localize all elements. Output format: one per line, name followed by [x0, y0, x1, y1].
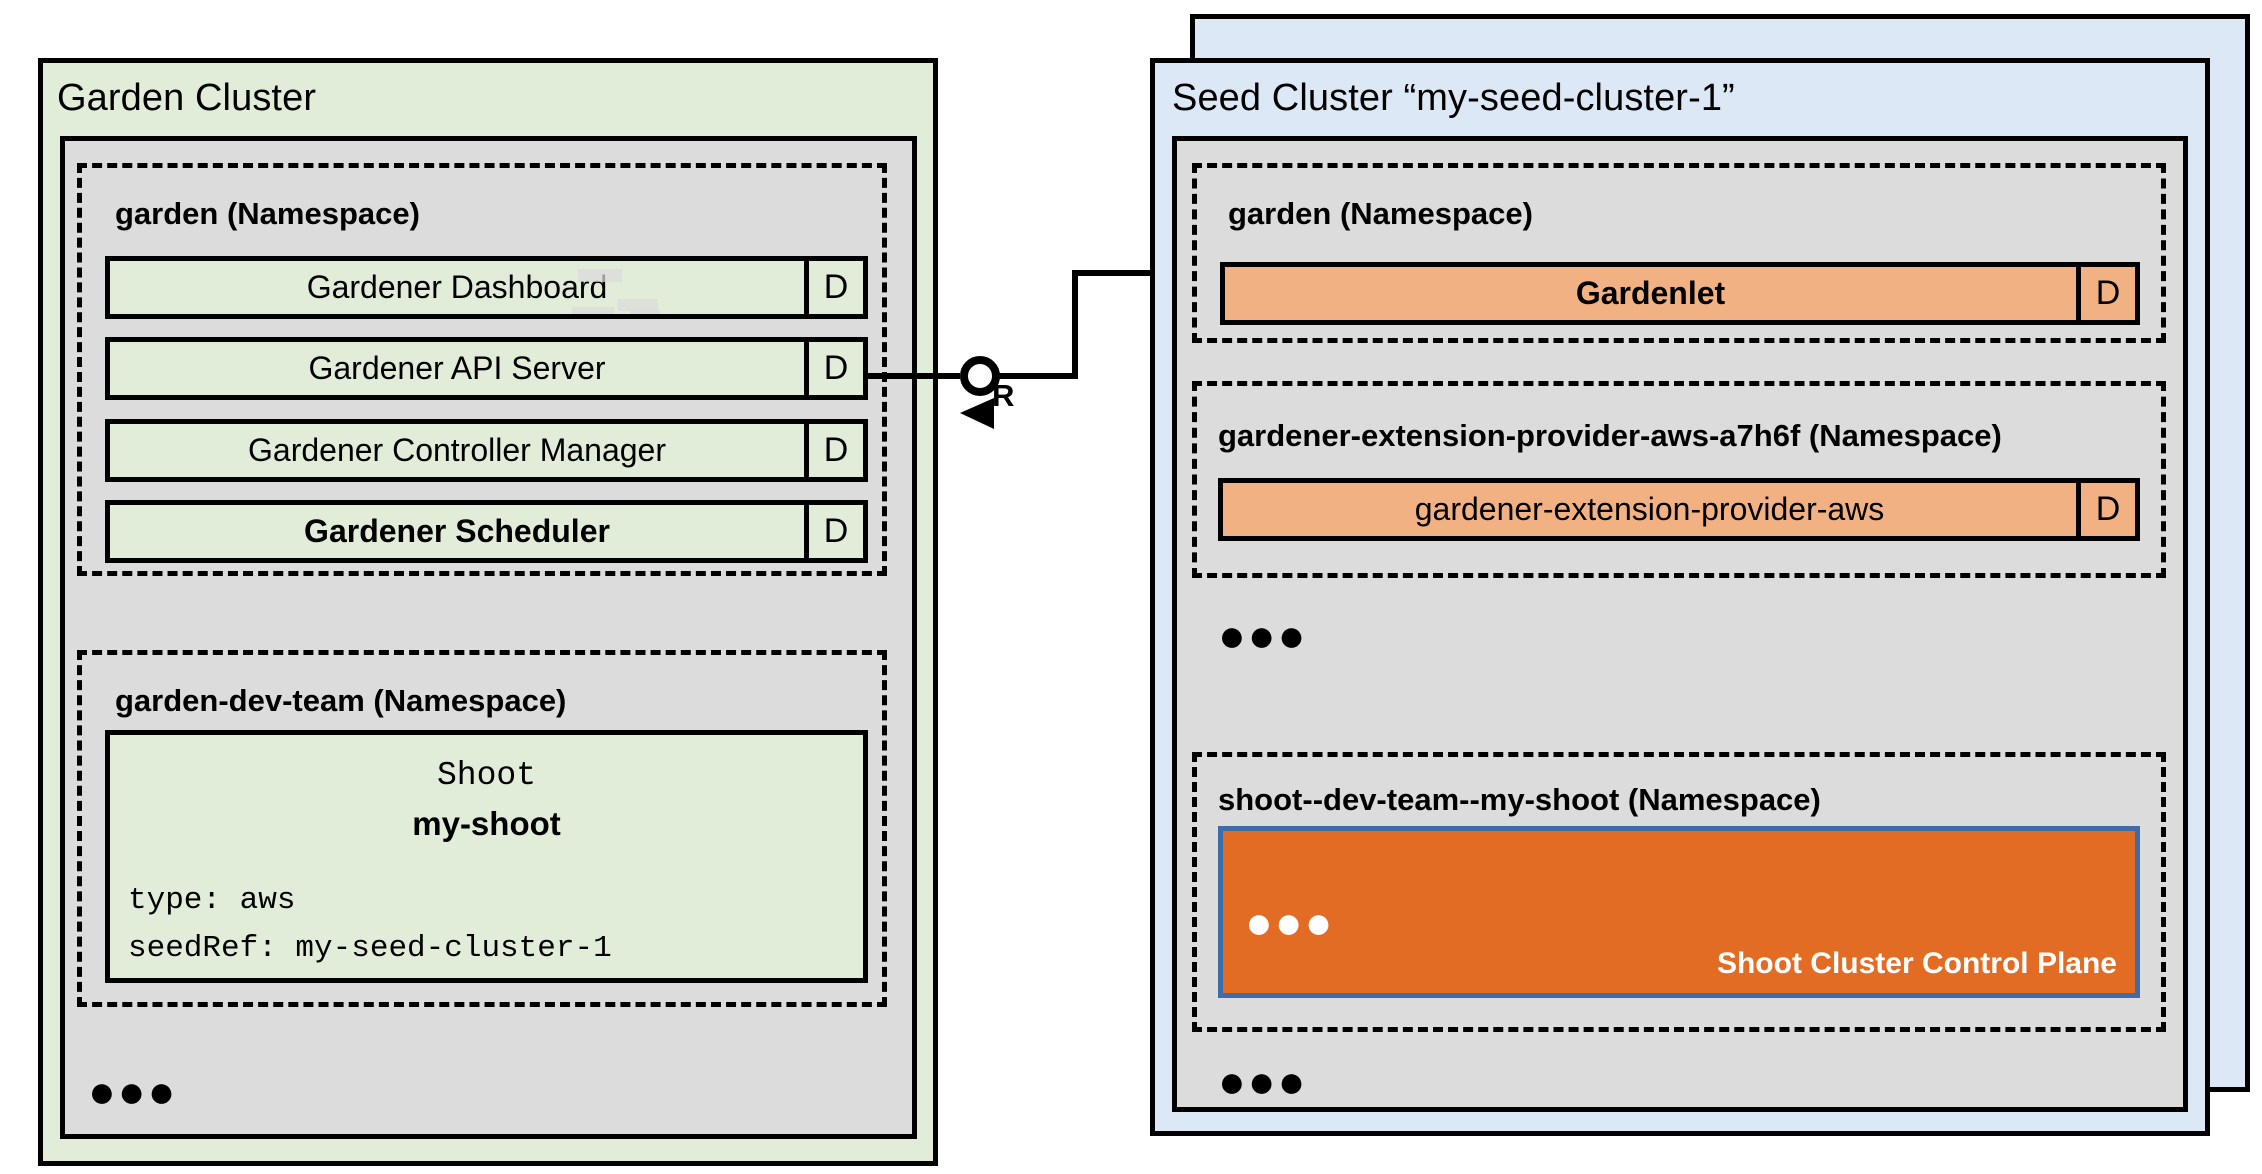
component-gardener-controller-manager-badge: D: [804, 424, 863, 477]
seed-cluster-title: Seed Cluster “my-seed-cluster-1”: [1172, 77, 1735, 119]
render-artifact-4: [630, 310, 660, 314]
render-artifact-1: [578, 269, 622, 282]
shoot-cluster-control-plane-label: Shoot Cluster Control Plane: [1716, 947, 2117, 980]
component-gardenlet-badge: D: [2076, 267, 2135, 320]
namespace-gardener-extension-provider-aws-title: gardener-extension-provider-aws-a7h6f (N…: [1218, 418, 2002, 453]
namespace-shoot-dev-team-my-shoot: [1192, 752, 2166, 1032]
component-gardener-api-server[interactable]: Gardener API Server D: [105, 337, 868, 400]
connector-api-server-to-gardenlet: [868, 270, 1220, 429]
shoot-cluster-control-plane-ellipsis: ●●●: [1245, 896, 1335, 948]
namespace-garden-garden-cluster-title: garden (Namespace): [115, 196, 420, 231]
component-gardener-dashboard[interactable]: Gardener Dashboard D: [105, 256, 868, 319]
namespace-garden-dev-team: [77, 650, 887, 1007]
component-gardener-scheduler[interactable]: Gardener Scheduler D: [105, 500, 868, 563]
component-gardener-extension-provider-aws-badge: D: [2076, 483, 2135, 536]
component-gardener-controller-manager-label: Gardener Controller Manager: [110, 424, 804, 477]
garden-cluster-more-ellipsis: ●●●: [88, 1065, 178, 1117]
component-gardener-extension-provider-aws[interactable]: gardener-extension-provider-aws D: [1218, 478, 2140, 541]
component-gardener-dashboard-label: Gardener Dashboard: [110, 261, 804, 314]
seed-cluster-extension-more-ellipsis: ●●●: [1218, 609, 1308, 661]
render-artifact-2: [618, 299, 658, 311]
seed-cluster-bottom-more-ellipsis: ●●●: [1218, 1055, 1308, 1107]
namespace-garden-garden-cluster: [77, 163, 887, 576]
component-gardener-scheduler-badge: D: [804, 505, 863, 558]
connector-label-r: R: [992, 378, 1015, 413]
component-gardenlet-label: Gardenlet: [1225, 267, 2076, 320]
garden-cluster-title: Garden Cluster: [57, 77, 317, 119]
component-gardener-dashboard-badge: D: [804, 261, 863, 314]
namespace-garden-dev-team-title: garden-dev-team (Namespace): [115, 683, 567, 718]
namespace-garden-seed-cluster-title: garden (Namespace): [1228, 196, 1533, 231]
shoot-cluster-control-plane[interactable]: ●●● Shoot Cluster Control Plane: [1218, 826, 2140, 998]
namespace-garden-seed-cluster: [1192, 163, 2166, 343]
component-gardener-scheduler-label: Gardener Scheduler: [110, 505, 804, 558]
shoot-resource-spec-type: type: aws: [128, 883, 296, 918]
component-gardener-extension-provider-aws-label: gardener-extension-provider-aws: [1223, 483, 2076, 536]
component-gardener-api-server-label: Gardener API Server: [110, 342, 804, 395]
connector-left-arrowhead-icon: [960, 398, 994, 429]
component-gardener-controller-manager[interactable]: Gardener Controller Manager D: [105, 419, 868, 482]
render-artifact-3: [572, 307, 614, 314]
shoot-resource-spec-seedref: seedRef: my-seed-cluster-1: [128, 931, 612, 966]
component-gardener-api-server-badge: D: [804, 342, 863, 395]
namespace-shoot-dev-team-my-shoot-title: shoot--dev-team--my-shoot (Namespace): [1218, 782, 1821, 817]
shoot-resource-card[interactable]: Shoot my-shoot type: aws seedRef: my-see…: [105, 730, 868, 983]
shoot-resource-kind: Shoot: [436, 757, 537, 794]
namespace-gardener-extension-provider-aws: [1192, 381, 2166, 578]
component-gardenlet[interactable]: Gardenlet D: [1220, 262, 2140, 325]
shoot-resource-name: my-shoot: [412, 805, 561, 842]
